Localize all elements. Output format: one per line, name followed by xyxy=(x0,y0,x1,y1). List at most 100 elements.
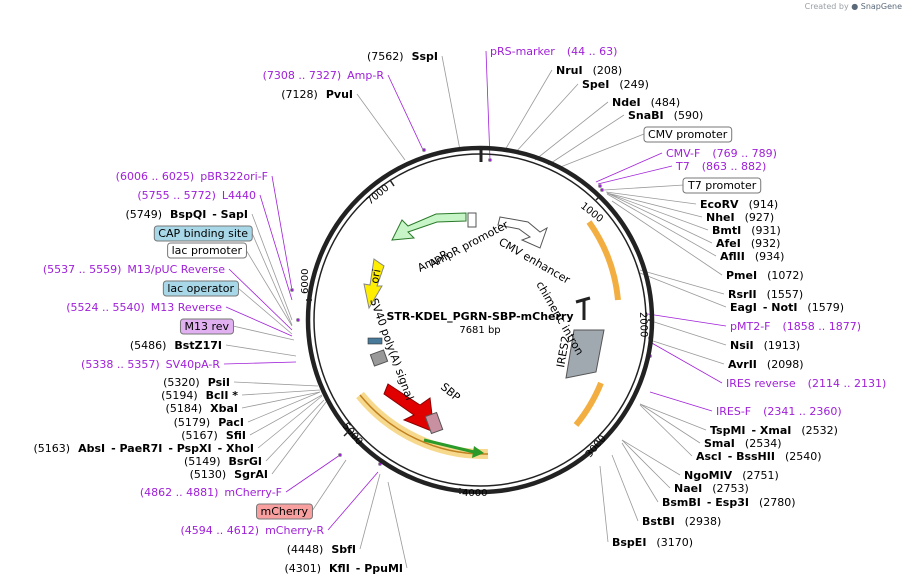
leader-rsrii xyxy=(639,269,725,295)
primer-site-marker xyxy=(600,187,605,192)
leader-snabi xyxy=(547,114,625,166)
enzyme-label-psii: (5320)PsiI xyxy=(163,376,230,389)
tick-5000: 5000 xyxy=(340,421,365,448)
enzyme-label-bstz17i: (5486)BstZ17I xyxy=(130,339,222,352)
enzyme-label-absi: (5163)AbsI- PaeR7I- PspXI- XhoI xyxy=(34,442,255,455)
primer-site-marker xyxy=(337,452,342,457)
feature-box-mcherry-box xyxy=(256,503,313,520)
leader-tspmi xyxy=(639,403,707,431)
enzyme-label-bsmbi: BsmBI- Esp3I(2780) xyxy=(662,496,796,509)
primer-label-ires-f: IRES-F(2341 .. 2360) xyxy=(716,405,842,418)
enzyme-label-asci: AscI- BssHII(2540) xyxy=(696,450,822,463)
leader-eagi xyxy=(639,272,727,308)
feature-box-lac-operator-box xyxy=(162,280,239,297)
feature-box-lac-promoter-box xyxy=(167,242,247,259)
primer-label-m13-reverse: (5524 .. 5540)M13 Reverse xyxy=(66,301,222,314)
leader-m13-rev xyxy=(232,325,295,341)
primer-label-pmt2-f: pMT2-F(1858 .. 1877) xyxy=(730,320,861,333)
primer-label-cmv-f: CMV-F(769 .. 789) xyxy=(666,147,777,160)
leader-spei xyxy=(514,83,579,154)
primer-site-marker xyxy=(598,183,603,188)
leader-m13-puc-reverse xyxy=(228,268,293,331)
primer-label-mcherry-f: (4862 .. 4881)mCherry-F xyxy=(140,486,282,499)
leader-asci xyxy=(639,404,693,457)
feature-box-t7-promoter-box xyxy=(682,177,762,194)
primer-site-marker xyxy=(421,147,426,152)
leader-nhei xyxy=(606,192,703,218)
enzyme-label-kfli: (4301)KflI- PpuMI xyxy=(284,562,403,575)
watermark-brand: SnapGene xyxy=(860,2,902,11)
primer-label-ires-reverse: IRES reverse(2114 .. 2131) xyxy=(726,377,886,390)
primer-label-amp-r: (7308 .. 7327)Amp-R xyxy=(263,69,385,82)
enzyme-label-bmti: BmtI(931) xyxy=(712,224,781,237)
leader-ndei xyxy=(534,101,609,161)
leader-xbai xyxy=(241,391,321,409)
ires-marker xyxy=(575,296,591,320)
feature-box-m13-rev: M13 rev xyxy=(184,320,229,333)
leader-lac-operator xyxy=(237,287,293,335)
feature-box-lac-promoter: lac promoter xyxy=(172,244,243,257)
leader-sgrai xyxy=(271,401,327,475)
enzyme-label-aflii: AflII(934) xyxy=(720,250,784,263)
leader-pmt2-f xyxy=(647,313,727,327)
leader-ires-f xyxy=(649,391,713,412)
leader-aflii xyxy=(606,193,717,257)
snapgene-watermark: Created by ● SnapGene xyxy=(805,2,902,11)
leader-bsmbi xyxy=(621,442,659,503)
enzyme-label-nrui: NruI(208) xyxy=(556,64,622,77)
plasmid-length: 7681 bp xyxy=(459,325,500,336)
snapgene-logo-icon: ● xyxy=(851,2,859,11)
primer-site-marker xyxy=(295,317,300,322)
enzyme-label-ndei: NdeI(484) xyxy=(612,96,680,109)
tick-marks xyxy=(306,179,654,494)
leader-amp-r xyxy=(387,74,425,153)
primer-label-sv40pa-r: (5338 .. 5357)SV40pA-R xyxy=(81,358,220,371)
feature-box-m13-rev-box xyxy=(179,318,234,335)
leader-afei xyxy=(606,192,713,244)
enzyme-label-tspmi: TspMI- XmaI(2532) xyxy=(710,424,838,437)
leader-m13-reverse xyxy=(225,306,293,337)
leader-sfii xyxy=(249,394,323,436)
enzyme-label-ngomiv: NgoMIV(2751) xyxy=(684,469,779,482)
leader-bcli xyxy=(241,389,321,396)
leader-sv40pa-r xyxy=(223,361,297,365)
enzyme-label-bspei: BspEI(3170) xyxy=(612,536,693,549)
leader-paci xyxy=(247,391,321,423)
enzyme-label-bstbi: BstBI(2938) xyxy=(642,515,721,528)
leader-nrui xyxy=(504,69,553,151)
leader-l4440 xyxy=(259,194,293,301)
ampr-promoter-box xyxy=(467,212,477,228)
small-feature-box xyxy=(369,349,389,367)
leader-ngomiv xyxy=(621,439,681,476)
feature-box-cap-binding-site: CAP binding site xyxy=(158,227,248,240)
enzyme-label-spei: SpeI(249) xyxy=(582,78,649,91)
feature-label-sbp: SBP xyxy=(438,380,463,404)
tick-4000: 4000 xyxy=(462,488,487,499)
enzyme-label-sgrai: (5130)SgrAI xyxy=(190,468,268,481)
leader-mcherry-r xyxy=(327,471,379,531)
enzyme-label-bspqi: (5749)BspQI- SapI xyxy=(125,208,248,221)
right-label-column: pRS-marker(44 .. 63)NruI(208)SpeI(249)Nd… xyxy=(490,45,886,549)
green-arrow xyxy=(423,438,475,454)
enzyme-label-bsrgi: (5149)BsrGI xyxy=(184,455,262,468)
primer-label-mcherry-r: (4594 .. 4612)mCherry-R xyxy=(181,524,325,537)
enzyme-label-smai: SmaI(2534) xyxy=(704,437,781,450)
feature-box-mcherry: mCherry xyxy=(261,505,309,518)
enzyme-label-sbfi: (4448)SbfI xyxy=(287,543,356,556)
feature-label-ori: ori xyxy=(368,268,383,284)
enzyme-label-snabi: SnaBI(590) xyxy=(628,109,703,122)
enzyme-label-nsii: NsiI(1913) xyxy=(730,339,800,352)
enzyme-label-eagi: EagI- NotI(1579) xyxy=(730,301,844,314)
leader-bspqi xyxy=(251,213,293,321)
enzyme-label-rsrii: RsrII(1557) xyxy=(728,288,803,301)
primer-label-m13-puc-reverse: (5537 .. 5559)M13/pUC Reverse xyxy=(43,263,225,276)
leader-kfli xyxy=(387,481,408,569)
leader-psii xyxy=(233,381,319,387)
leader-naei xyxy=(621,439,671,489)
ampr-arrow xyxy=(391,212,467,241)
enzyme-label-paci: (5179)PacI xyxy=(174,416,244,429)
green-arrow-head xyxy=(472,446,484,458)
ires2-box xyxy=(565,329,605,379)
leader-mcherry-f xyxy=(285,454,341,493)
